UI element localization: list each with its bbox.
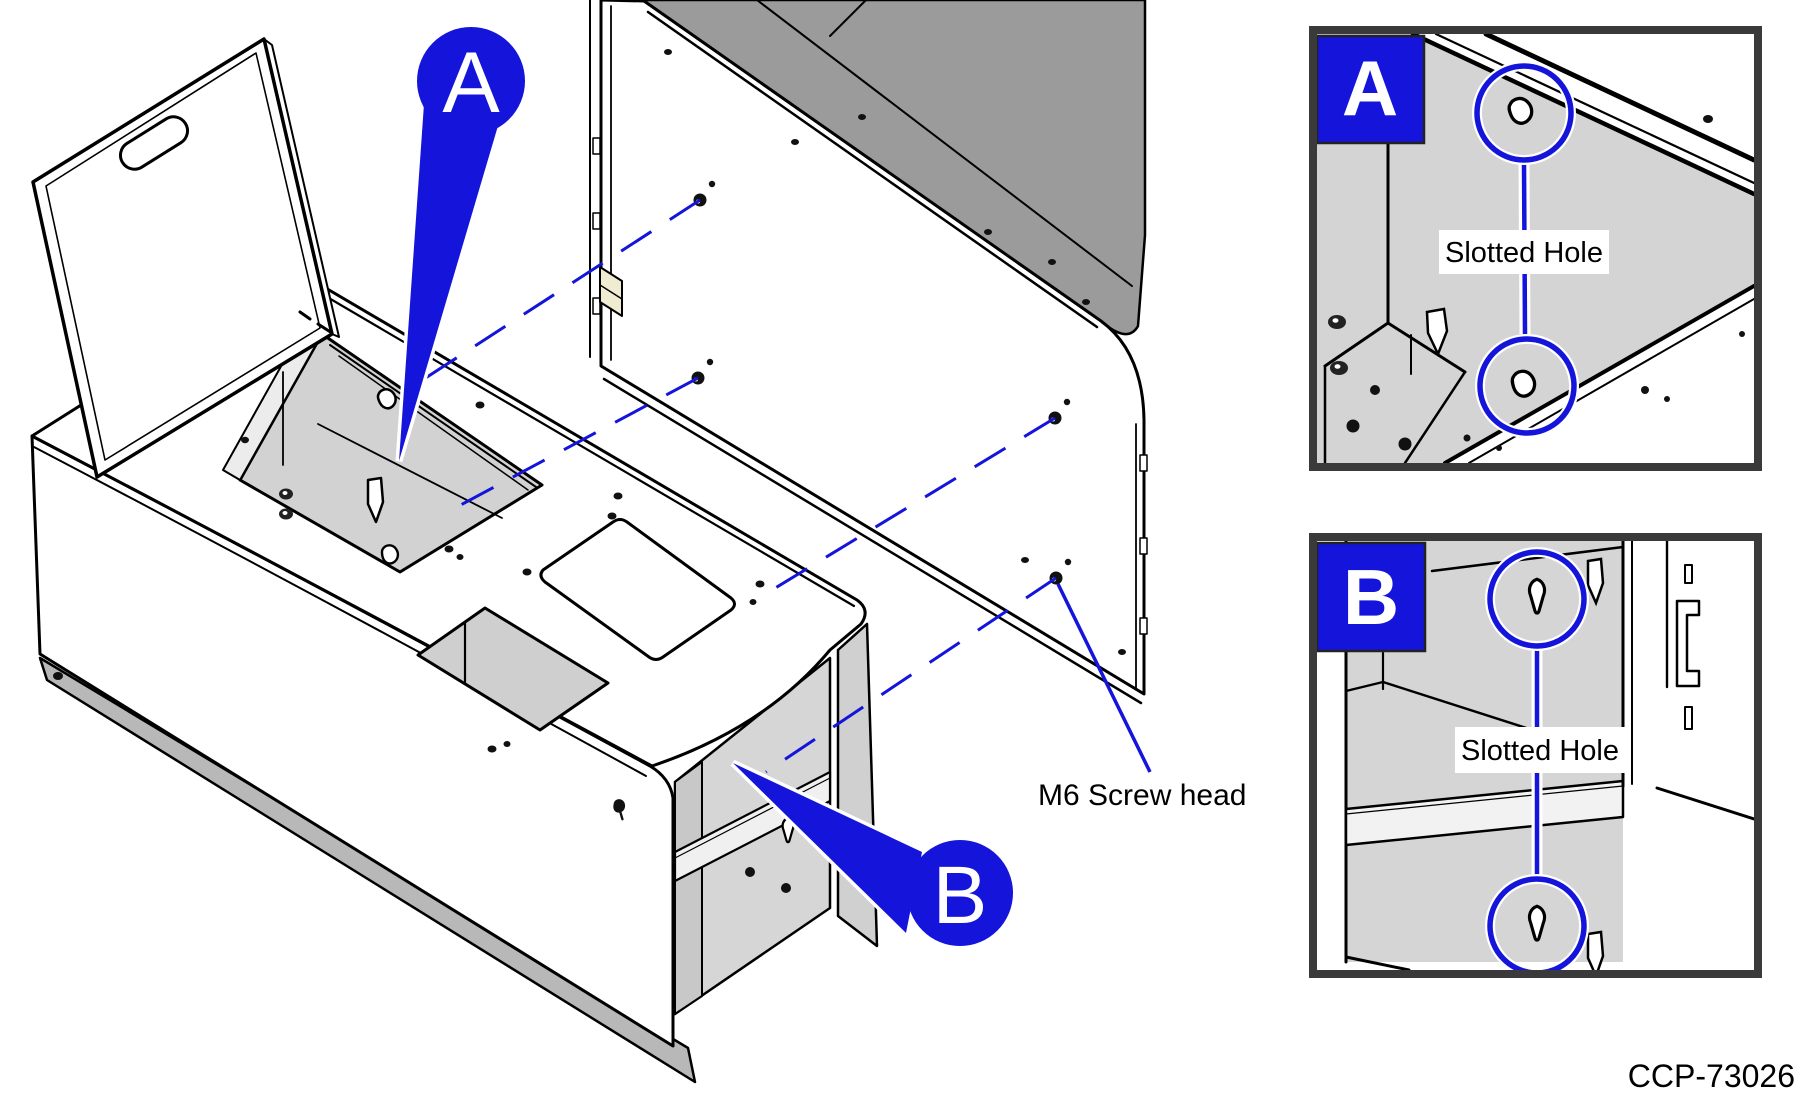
balloon-a-letter: A [442, 35, 500, 131]
detail-b-letter: B [1343, 553, 1399, 641]
slotted-hole-icon [1510, 369, 1537, 398]
dashed-line-2 [454, 376, 699, 510]
rear-panel [589, 0, 1148, 705]
highlight-ring [1477, 336, 1577, 436]
detail-b-tag: B [1315, 541, 1427, 653]
keyhole-tab-icon [1586, 930, 1605, 980]
detail-b-drawing: Slotted Hole B [1315, 539, 1756, 980]
callout-balloon-a: A [395, 27, 525, 462]
slotted-hole-label-b: Slotted Hole [1455, 727, 1625, 773]
detail-a-letter: A [1342, 44, 1398, 132]
keyhole-tab-icon [1586, 557, 1605, 607]
top-cutout-rear [539, 518, 736, 661]
callout-balloon-b: B [730, 759, 1013, 946]
slotted-hole-icon [380, 544, 400, 565]
highlight-ring [1474, 63, 1574, 163]
lid [31, 37, 340, 479]
rear-panel-face [599, 0, 1146, 696]
balloon-b-circle [907, 840, 1013, 946]
lid-hinge [298, 310, 334, 335]
front-edge-inner-line [33, 446, 647, 777]
detail-b-bracket [1675, 599, 1701, 688]
rear-panel-top-edge-inner [646, 10, 1099, 329]
highlight-ring [1487, 549, 1587, 649]
front-keyhole-icon [613, 799, 626, 821]
slotted-hole-icon [1527, 577, 1547, 615]
rim-flange-line [329, 344, 537, 488]
rim-flange-line [338, 355, 529, 491]
slotted-hole-text: Slotted Hole [1461, 735, 1619, 767]
keyhole-tab-icon [366, 476, 385, 524]
slotted-hole-icon [1507, 96, 1534, 125]
figure-code: CCP-73026 [1627, 1058, 1795, 1094]
detail-a-screws [1328, 315, 1348, 375]
latch-bracket [599, 266, 623, 317]
compartment-bolts [745, 867, 791, 893]
detail-a-tag: A [1315, 34, 1426, 145]
dashed-line-4 [765, 576, 1057, 774]
interior-screws [279, 488, 293, 520]
lid-inner-line [45, 52, 321, 461]
floor-crease [317, 423, 503, 519]
balloon-b-letter: B [933, 850, 988, 941]
detail-b-rail [1344, 779, 1625, 847]
lid-handle-slot [118, 115, 190, 171]
detail-a-bolts [1346, 115, 1745, 451]
dashed-line-1 [403, 198, 701, 394]
slotted-hole-label-a: Slotted Hole [1439, 230, 1609, 274]
slotted-hole-text: Slotted Hole [1445, 237, 1603, 269]
back-edge-inner-line [291, 275, 856, 608]
detail-a-drawing: Slotted Hole A [1315, 31, 1757, 465]
cabinet [30, 37, 879, 1084]
detail-view-a: Slotted Hole A [1309, 26, 1762, 471]
rear-panel-tick [829, 0, 867, 37]
rear-panel-edge-slots [592, 137, 1148, 635]
m6-leader-line [1056, 583, 1152, 773]
shelf-line [674, 777, 831, 859]
compartment-b-left-wall [674, 761, 703, 1015]
slotted-hole-icon [376, 388, 397, 410]
alignment-dashed-lines [403, 198, 1057, 774]
rear-panel-fold-line [756, 0, 1133, 287]
rear-panel-rivets [664, 49, 1126, 655]
balloon-a-circle [417, 27, 525, 135]
m6-screw-head-label: M6 Screw head [1038, 779, 1247, 812]
rear-panel-bottom-edge-inner [602, 377, 1143, 705]
slotted-hole-icon [1527, 904, 1547, 942]
detail-view-b: Slotted Hole B [1309, 533, 1762, 980]
keyhole-tab-icon [1425, 307, 1449, 358]
